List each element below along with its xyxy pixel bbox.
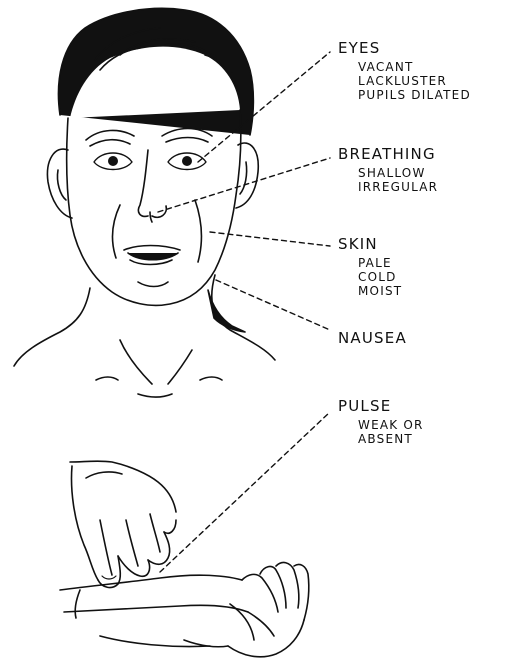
skin-heading: SKIN: [338, 236, 402, 253]
nausea-leader-line: [216, 280, 330, 330]
eyes-detail-lackluster: LACKLUSTER: [358, 74, 471, 88]
pulse-leader-line: [160, 412, 330, 572]
eyes-heading: EYES: [338, 40, 471, 57]
pulse-detail-weak-or: WEAK OR: [358, 418, 424, 432]
pulse-callout: PULSE WEAK OR ABSENT: [338, 398, 424, 446]
breathing-detail-shallow: SHALLOW: [358, 166, 438, 180]
skin-callout: SKIN PALE COLD MOIST: [338, 236, 402, 298]
skin-detail-pale: PALE: [358, 256, 402, 270]
hands-drawing: [60, 461, 309, 657]
nausea-callout: NAUSEA: [338, 330, 407, 347]
breathing-heading: BREATHING: [338, 146, 438, 163]
eyes-detail-vacant: VACANT: [358, 60, 471, 74]
skin-detail-moist: MOIST: [358, 284, 402, 298]
pulse-heading: PULSE: [338, 398, 424, 415]
eyes-callout: EYES VACANT LACKLUSTER PUPILS DILATED: [338, 40, 471, 102]
breathing-detail-irregular: IRREGULAR: [358, 180, 438, 194]
eyes-detail-pupils-dilated: PUPILS DILATED: [358, 88, 471, 102]
neck-shoulders-drawing: [14, 275, 275, 397]
face-drawing: [47, 110, 258, 305]
skin-leader-line: [210, 232, 330, 246]
nausea-heading: NAUSEA: [338, 330, 407, 347]
breathing-callout: BREATHING SHALLOW IRREGULAR: [338, 146, 438, 194]
hair-drawing: [58, 8, 253, 135]
pulse-detail-absent: ABSENT: [358, 432, 424, 446]
skin-detail-cold: COLD: [358, 270, 402, 284]
